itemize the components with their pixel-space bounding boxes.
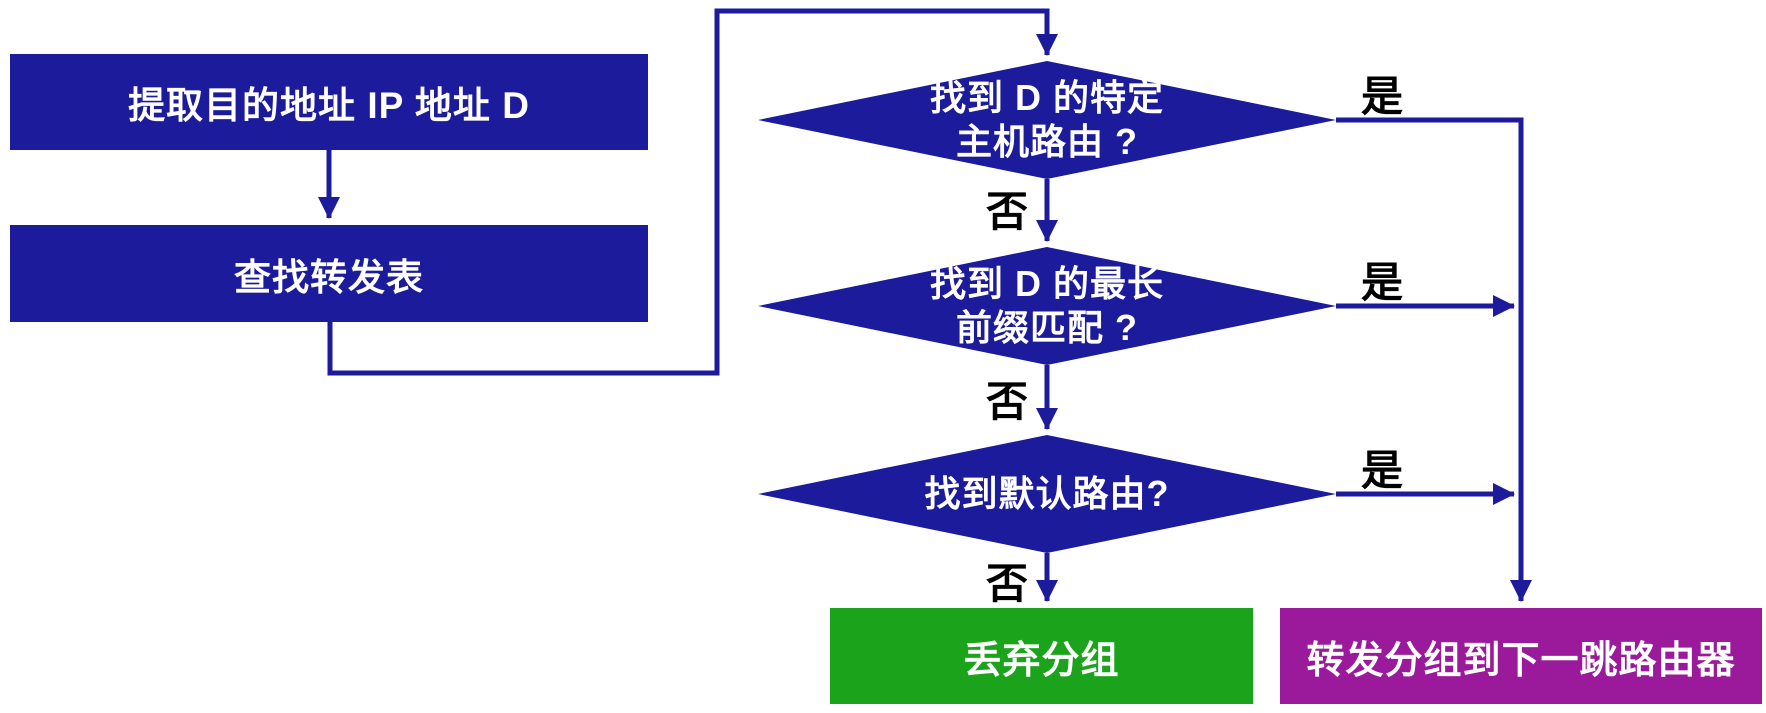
decision-prefix-match-shape [758,247,1336,365]
no-label-host-route: 否 [985,187,1028,235]
process-box-extract-ip-label: 提取目的地址 IP 地址 D [128,85,530,126]
edge-lookup-to-host-route [327,8,1059,376]
terminal-box-forward: 转发分组到下一跳路由器 [1280,608,1762,704]
decision-prefix-match-text: 找到 D 的最长 前缀匹配 ? [857,260,1237,352]
process-box-extract-ip: 提取目的地址 IP 地址 D [10,54,648,150]
decision-prefix-match-line1: 找到 D 的最长 [929,263,1164,304]
no-label-prefix-match: 否 [985,377,1028,425]
yes-label-host-route: 是 [1360,72,1403,120]
decision-prefix-match-line2: 前缀匹配 ? [956,307,1138,348]
terminal-box-discard: 丢弃分组 [830,608,1253,704]
decision-host-route-text: 找到 D 的特定 主机路由 ? [857,74,1237,166]
decision-host-route-line1: 找到 D 的特定 [929,77,1164,118]
decision-host-route-shape [758,61,1336,179]
decision-host-route-line2: 主机路由 ? [956,121,1138,162]
no-label-default-route: 否 [985,559,1028,607]
process-box-lookup-table: 查找转发表 [10,225,648,322]
yes-label-default-route: 是 [1360,446,1403,494]
decision-default-route-shape [758,435,1336,553]
edge-host-route-yes-to-forward [1336,117,1533,603]
terminal-box-discard-label: 丢弃分组 [963,639,1120,682]
decision-default-route-line1: 找到默认路由? [924,473,1170,514]
yes-label-prefix-match: 是 [1360,258,1403,306]
terminal-box-forward-label: 转发分组到下一跳路由器 [1306,639,1736,682]
decision-default-route-text: 找到默认路由? [857,448,1237,540]
process-box-lookup-table-label: 查找转发表 [234,256,424,298]
